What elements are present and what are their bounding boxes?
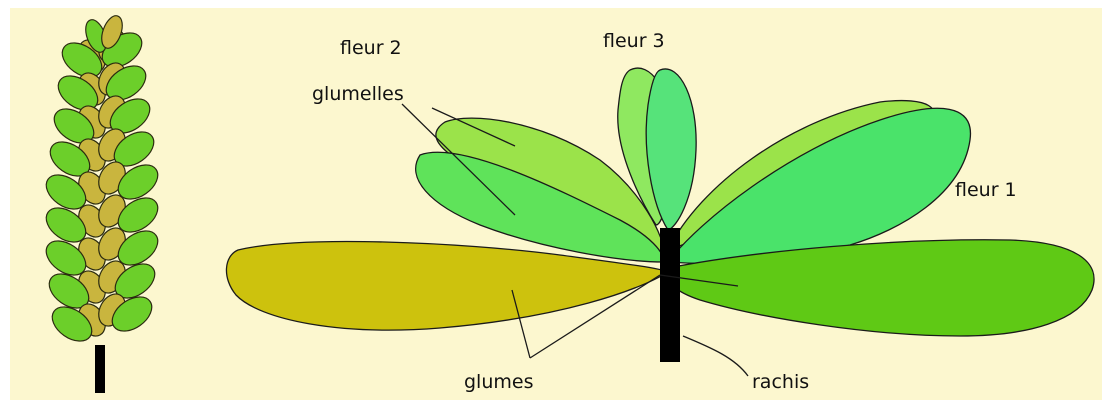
rachis-stem	[660, 228, 680, 362]
label-rachis: rachis	[752, 371, 809, 393]
ear-stalk	[95, 345, 105, 393]
label-glumelles: glumelles	[312, 83, 404, 105]
label-fleur-1: fleur 1	[955, 179, 1017, 201]
label-fleur-2: fleur 2	[340, 37, 402, 59]
label-fleur-3: fleur 3	[603, 30, 665, 52]
label-glumes: glumes	[464, 371, 533, 393]
